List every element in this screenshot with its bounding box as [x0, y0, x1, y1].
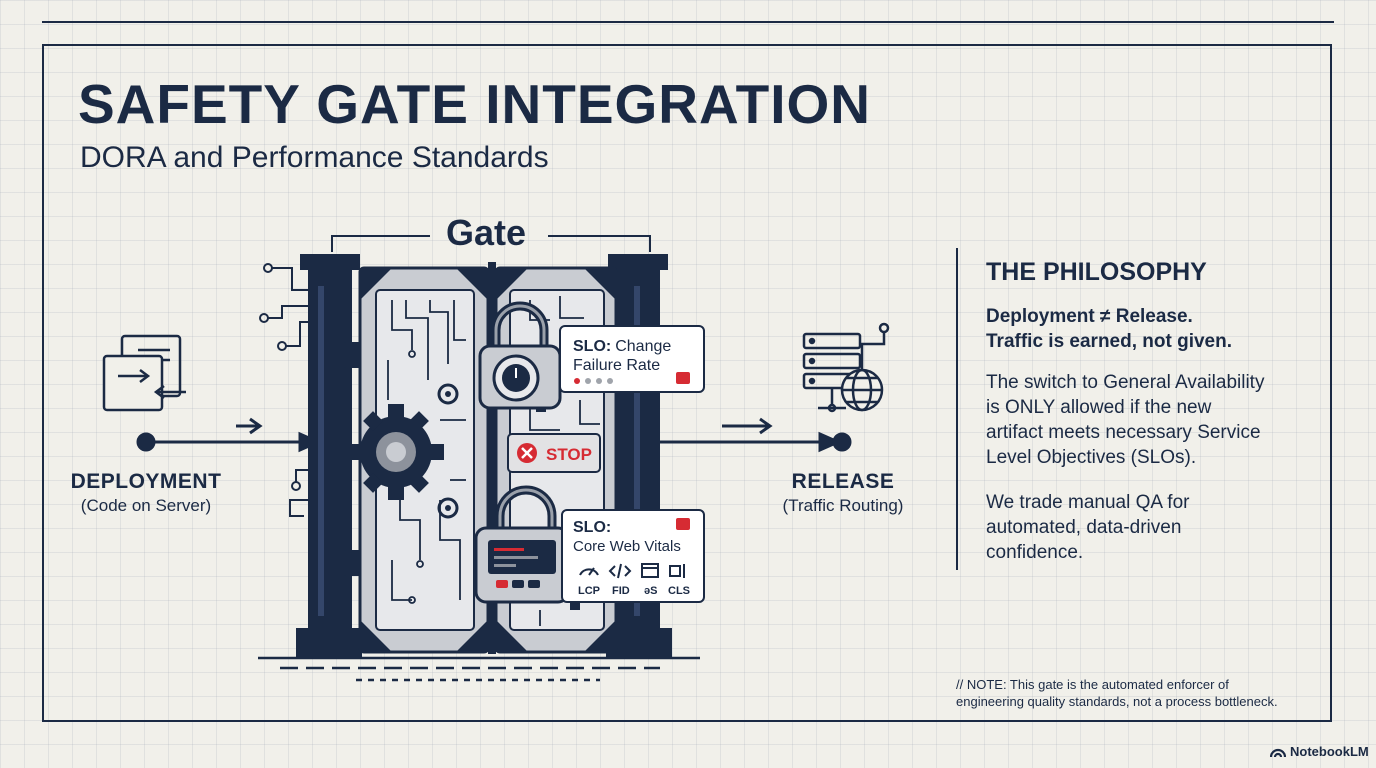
notebooklm-logo-icon: [1270, 748, 1286, 757]
content-frame: [42, 44, 1332, 722]
padlock-screen-icon: [474, 485, 570, 604]
close-icon: [521, 447, 533, 459]
gate-door-left: [348, 266, 490, 654]
gate-label-bracket: [331, 235, 651, 252]
window-icon: [641, 563, 659, 578]
philosophy-panel: THE PHILOSOPHY Deployment ≠ Release. Tra…: [956, 248, 1318, 570]
deployment-arrow: [136, 417, 322, 453]
gate-base: [258, 656, 700, 682]
philosophy-paragraph-2: We trade manual QA for automated, data-d…: [986, 490, 1306, 565]
footer-note: // NOTE: This gate is the automated enfo…: [956, 676, 1278, 710]
tagline-line1: Deployment ≠ Release.: [986, 306, 1193, 327]
tagline-line2: Traffic is earned, not given.: [986, 331, 1233, 352]
philosophy-heading: THE PHILOSOPHY: [986, 258, 1207, 286]
gauge-icon: [579, 568, 599, 576]
slo-core-web-vitals-card: SLO: Core Web Vitals LCP FID əS CLS: [561, 509, 705, 603]
release-server-globe-icon: [802, 322, 890, 413]
note-line1: // NOTE: This gate is the automated enfo…: [956, 677, 1229, 692]
gate-label: Gate: [446, 212, 527, 253]
release-sublabel: (Traffic Routing): [782, 496, 904, 515]
stop-sign: [507, 433, 601, 473]
metric-cls: CLS: [668, 585, 690, 597]
deployment-sublabel: (Code on Server): [80, 496, 212, 515]
para1-line1: The switch to General Availability: [986, 372, 1265, 393]
slo-change-line2: Failure Rate: [573, 357, 660, 374]
note-line2: engineering quality standards, not a pro…: [956, 694, 1278, 709]
slo-change-line1: Change: [615, 338, 671, 355]
deployment-label: DEPLOYMENT: [70, 470, 222, 493]
para2-line3: confidence.: [986, 542, 1084, 563]
slo-change-prefix: SLO:: [573, 338, 611, 355]
release-arrow: [660, 417, 852, 453]
slo-change-failure-card: SLO:Change Failure Rate: [559, 325, 705, 393]
top-rule: [42, 21, 1334, 23]
philosophy-tagline: Deployment ≠ Release. Traffic is earned,…: [986, 304, 1232, 354]
gate-hinges: [344, 342, 362, 576]
brand-watermark: NotebookLM: [1270, 744, 1369, 759]
stop-label: STOP: [546, 445, 592, 464]
gear-icon-large: [348, 404, 444, 500]
metric-es: əS: [644, 585, 657, 597]
gear-icon-small: [437, 383, 459, 519]
brand-name: NotebookLM: [1290, 744, 1369, 759]
metric-lcp: LCP: [578, 585, 600, 597]
page-subtitle: DORA and Performance Standards: [80, 141, 549, 174]
para1-line4: Level Objectives (SLOs).: [986, 447, 1197, 468]
alert-flag-icon: [676, 518, 690, 530]
para1-line3: artifact meets necessary Service: [986, 422, 1261, 443]
para2-line1: We trade manual QA for: [986, 492, 1190, 513]
code-icon: [608, 565, 616, 577]
philosophy-paragraph-1: The switch to General Availability is ON…: [986, 370, 1306, 470]
gate-seam: [488, 262, 496, 654]
metric-fid: FID: [612, 585, 630, 597]
release-label: RELEASE: [791, 470, 895, 493]
layout-shift-icon: [669, 565, 681, 577]
slo-vitals-line2: Core Web Vitals: [573, 538, 681, 555]
slo-vitals-prefix: SLO:: [573, 519, 611, 536]
svg-text:SLO:Change: SLO:Change: [573, 338, 671, 355]
para1-line2: is ONLY allowed if the new: [986, 397, 1212, 418]
gate-pillars: [296, 254, 672, 658]
deployment-server-icon: [102, 334, 186, 412]
para2-line2: automated, data-driven: [986, 517, 1182, 538]
page-title: SAFETY GATE INTEGRATION: [78, 73, 872, 135]
alert-flag-icon: [676, 372, 690, 384]
